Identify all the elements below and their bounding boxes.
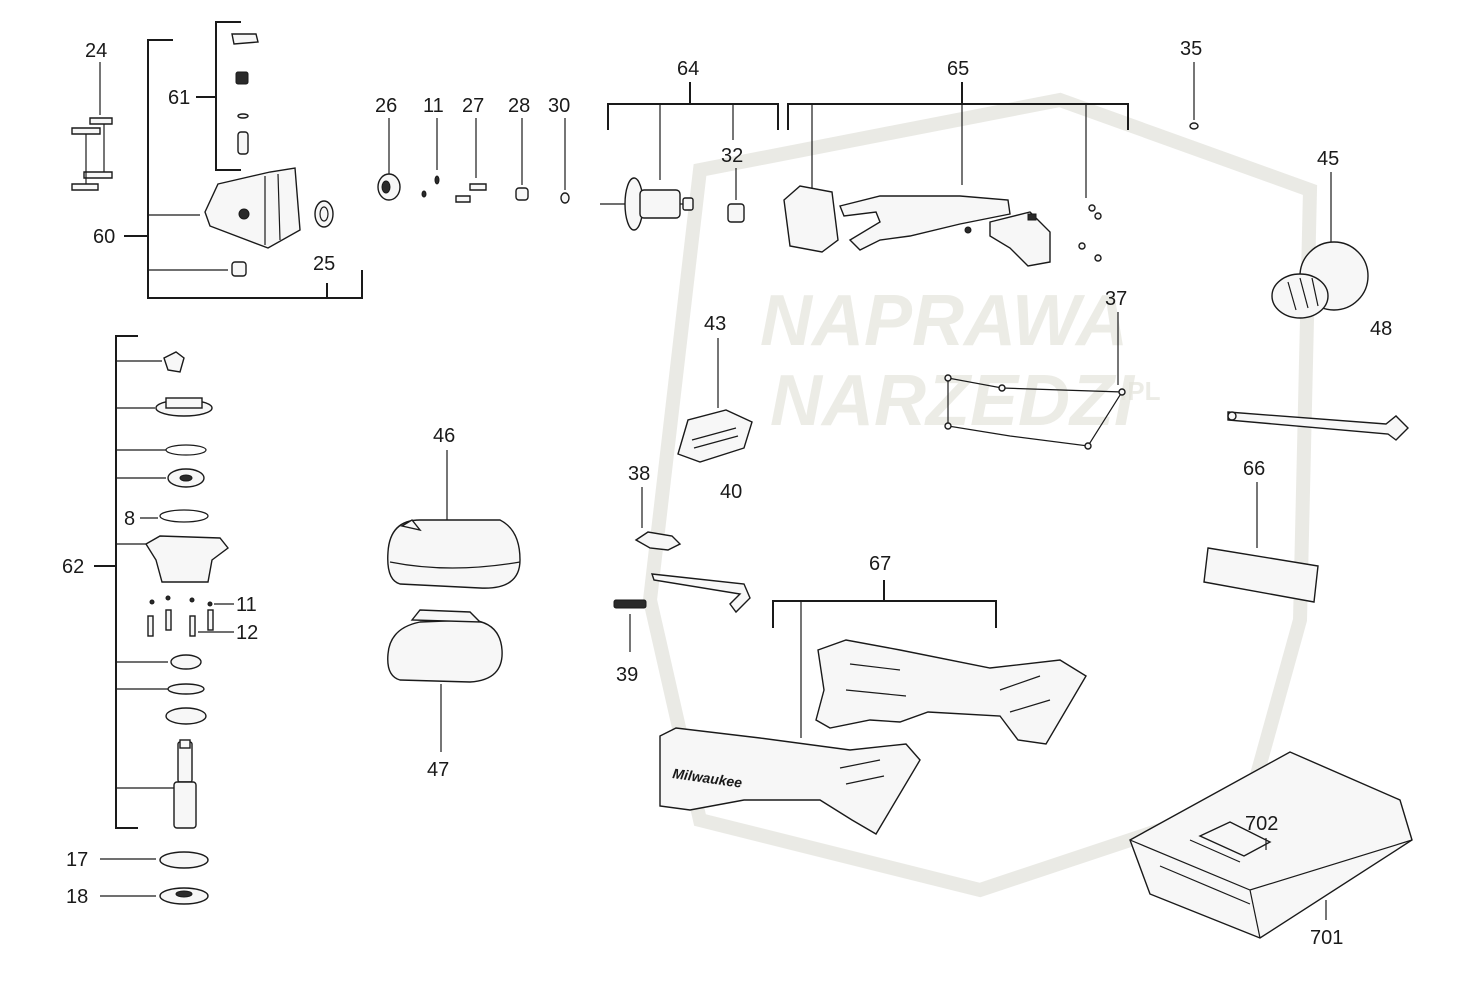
part-61-pin — [237, 131, 249, 155]
callout-66: 66 — [1243, 458, 1265, 480]
callout-18: 18 — [66, 886, 88, 908]
spanner-wrench — [1227, 411, 1409, 441]
part-65-controller — [989, 211, 1051, 267]
guard-group: 46 47 — [387, 425, 521, 781]
part-701-case — [1129, 751, 1413, 939]
part-12-screw — [147, 615, 154, 637]
part-702-insert — [1198, 821, 1272, 857]
watermark-line2: NARZEDZI — [770, 361, 1136, 441]
part-30-washer — [560, 192, 570, 204]
callout-61: 61 — [168, 87, 190, 109]
callout-701: 701 — [1310, 927, 1343, 949]
callout-60: 60 — [93, 226, 115, 248]
callout-30: 30 — [548, 95, 570, 117]
callout-47: 47 — [427, 759, 449, 781]
part-62-nut — [163, 351, 185, 373]
part-27-screw — [469, 183, 487, 191]
part-28-bushing — [515, 187, 529, 201]
callout-43: 43 — [704, 313, 726, 335]
callout-11-top: 11 — [423, 95, 444, 117]
group-67-housing: 67 Milwaukee — [659, 553, 1087, 835]
callout-35: 35 — [1180, 38, 1202, 60]
callout-8: 8 — [124, 508, 135, 530]
part-35-screw — [1189, 122, 1199, 130]
part-64-rotor-core — [639, 189, 681, 219]
part-62-nut-lower — [165, 707, 207, 725]
part-24-bracket — [71, 62, 113, 191]
callout-40: 40 — [720, 481, 742, 503]
callout-62: 62 — [62, 556, 84, 578]
part-25-bearing — [314, 200, 334, 228]
carry-case-group: 702 701 — [1129, 751, 1413, 949]
group-37-40-43: 37 43 40 — [677, 288, 1127, 503]
callout-38: 38 — [628, 463, 650, 485]
lock-group: 38 39 — [613, 463, 751, 686]
part-66-label: 66 — [1203, 458, 1319, 603]
part-39-spring — [613, 599, 647, 609]
side-handle-group: 35 45 48 — [1180, 38, 1392, 340]
callout-27: 27 — [462, 95, 484, 117]
callout-48: 48 — [1370, 318, 1392, 340]
part-62-washer — [167, 683, 205, 695]
callout-64: 64 — [677, 58, 699, 80]
part-65-switch-bar — [839, 195, 1011, 251]
flange-group: 17 18 — [66, 849, 209, 908]
callout-702: 702 — [1245, 813, 1278, 835]
group-65-electronics: 65 — [783, 58, 1129, 267]
part-17-flange — [159, 851, 209, 869]
part-46-guard — [387, 519, 521, 589]
group-60-housing: 24 61 60 25 — [71, 21, 363, 299]
part-47-guard — [387, 619, 503, 683]
part-60-gear-housing — [204, 167, 301, 249]
callout-32: 32 — [721, 145, 743, 167]
part-62-circlip — [165, 444, 207, 456]
watermark-suffix: .PL — [1120, 376, 1161, 406]
part-43-switch-cover — [677, 409, 753, 463]
part-32-bearing — [727, 203, 745, 223]
part-61-latch — [231, 33, 259, 45]
group-64-rotor: 64 32 — [600, 58, 779, 231]
part-61-spring — [235, 71, 249, 85]
part-67-housing-right — [815, 639, 1087, 745]
callout-46: 46 — [433, 425, 455, 447]
callout-25: 25 — [313, 253, 335, 275]
callout-28: 28 — [508, 95, 530, 117]
callout-26: 26 — [375, 95, 397, 117]
part-38-lever — [650, 573, 751, 614]
part-65-stator — [783, 185, 839, 253]
part-62-bearing-small — [170, 654, 202, 670]
watermark-line1: NAPRAWA — [760, 281, 1128, 361]
part-67-housing-left — [659, 727, 921, 835]
callout-67: 67 — [869, 553, 891, 575]
callout-37: 37 — [1105, 288, 1127, 310]
part-8-oring — [159, 509, 209, 523]
callout-24: 24 — [85, 40, 107, 62]
part-60-bushing — [231, 261, 247, 277]
group-62-spindle: 62 8 11 12 — [62, 335, 258, 829]
callout-39: 39 — [616, 664, 638, 686]
callout-17: 17 — [66, 849, 88, 871]
callout-45: 45 — [1317, 148, 1339, 170]
part-38-button — [634, 531, 682, 551]
part-61-ring — [237, 113, 249, 119]
part-65-screw-a — [1088, 204, 1096, 212]
callout-12: 12 — [236, 622, 258, 644]
part-11-pin — [434, 175, 440, 185]
small-parts-row: 26 11 27 28 30 — [375, 95, 570, 204]
part-48-side-handle — [1271, 273, 1329, 319]
part-62-gear-cover — [145, 535, 229, 583]
callout-11-bottom: 11 — [236, 594, 257, 616]
callout-65: 65 — [947, 58, 969, 80]
